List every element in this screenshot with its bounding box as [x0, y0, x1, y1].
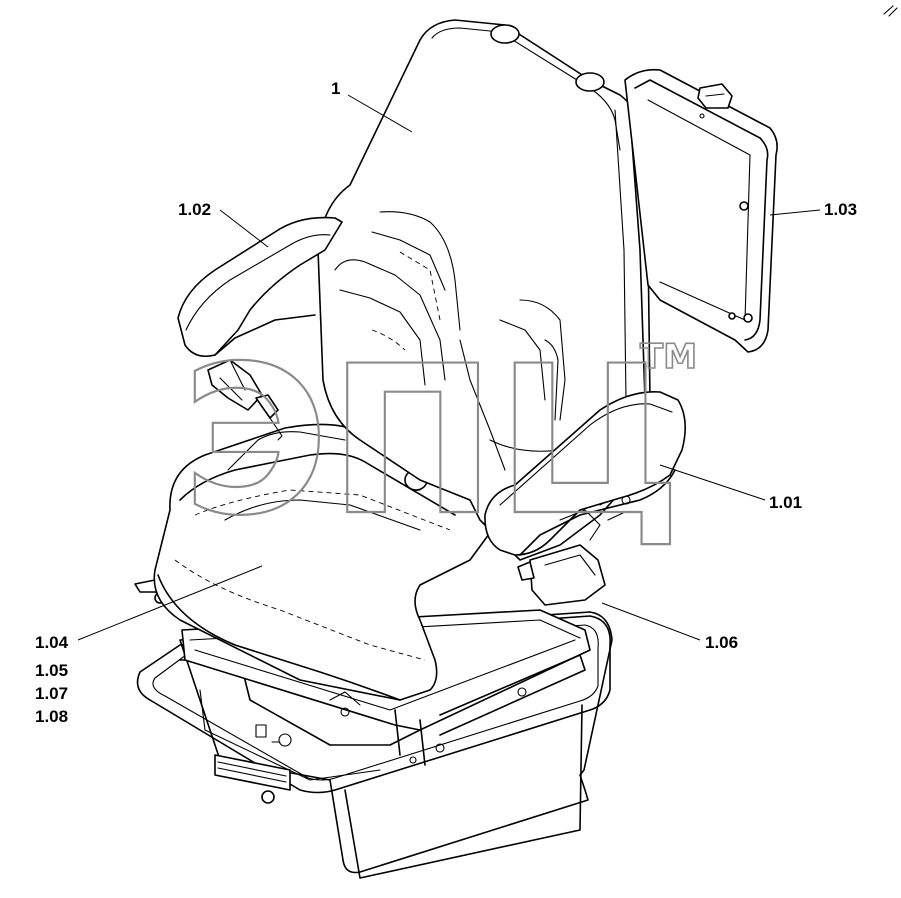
callout-1-04: 1.04 [35, 633, 69, 652]
leader-1-03 [769, 209, 821, 216]
callout-1: 1 [331, 79, 340, 98]
leader-1-06 [601, 602, 701, 641]
seat-cushion [153, 423, 493, 701]
callout-1-07: 1.07 [35, 684, 68, 703]
callout-1-06: 1.06 [705, 633, 738, 652]
watermark-trademark: TM [640, 337, 697, 377]
headrest-panel [624, 68, 778, 353]
leader-1 [347, 94, 413, 133]
leader-1-02 [219, 209, 269, 248]
callout-1-05: 1.05 [35, 661, 68, 680]
watermark-text: ЭПЦ [182, 323, 682, 561]
watermark: ЭПЦ TM [181, 322, 698, 562]
leader-1-04 [77, 565, 263, 641]
callout-1-01: 1.01 [769, 493, 802, 512]
leader-1-01 [659, 464, 766, 501]
callout-1-02: 1.02 [178, 200, 211, 219]
left-armrest [177, 216, 343, 441]
corner-mark-icon [883, 5, 898, 17]
callout-labels: 1 1.02 1.03 1.01 1.06 1.04 1.05 1.07 1.0… [35, 79, 857, 726]
callout-1-03: 1.03 [824, 200, 857, 219]
right-armrest [484, 391, 686, 606]
leader-lines [77, 94, 821, 641]
callout-1-08: 1.08 [35, 707, 68, 726]
